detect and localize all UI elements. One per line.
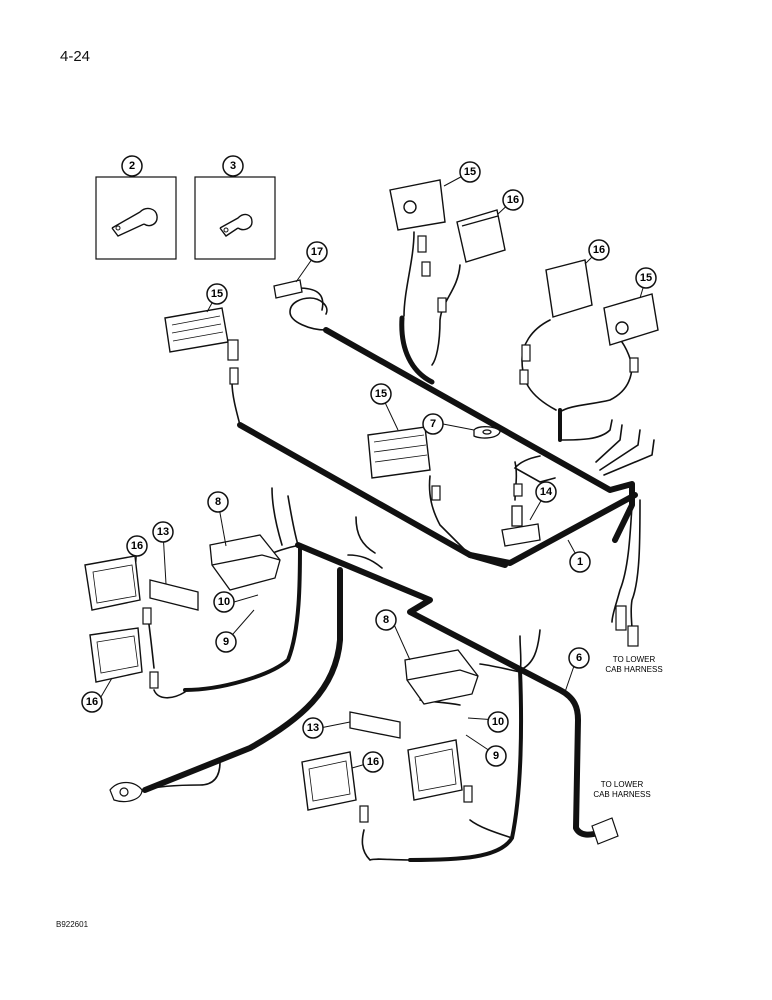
callout-17: 17 <box>306 241 328 263</box>
callout-16-top: 16 <box>502 189 524 211</box>
callout-13-upper: 13 <box>152 521 174 543</box>
bracket-8-upper <box>209 534 281 591</box>
callout-16-left-lower: 16 <box>81 691 103 713</box>
main-harness <box>142 315 638 862</box>
svg-text:16: 16 <box>131 540 143 552</box>
callout-16-left-upper: 16 <box>126 535 148 557</box>
svg-text:2: 2 <box>129 160 135 172</box>
grommet-7 <box>473 426 501 439</box>
connector-17 <box>273 279 303 299</box>
svg-text:TO LOWER: TO LOWER <box>601 780 644 789</box>
svg-text:3: 3 <box>230 160 236 172</box>
callout-15-right: 15 <box>635 267 657 289</box>
lamp-16-left-upper <box>84 555 141 611</box>
svg-text:CAB HARNESS: CAB HARNESS <box>605 665 662 674</box>
lamp-16-bottom-right <box>407 739 463 801</box>
page-number: 4-24 <box>60 48 91 65</box>
callout-15-top: 15 <box>459 161 481 183</box>
lamp-15-center <box>367 426 431 479</box>
svg-text:17: 17 <box>311 246 323 258</box>
lamp-15-left <box>164 307 229 353</box>
lamp-16-right <box>545 259 593 318</box>
callout-16-right: 16 <box>588 239 610 261</box>
callout-2: 2 <box>121 155 143 177</box>
callout-15-left: 15 <box>206 283 228 305</box>
callout-8-lower: 8 <box>375 609 397 631</box>
callout-7: 7 <box>422 413 444 435</box>
svg-text:9: 9 <box>223 636 229 648</box>
svg-text:9: 9 <box>493 750 499 762</box>
plug-connectors <box>109 235 639 845</box>
svg-text:10: 10 <box>492 716 504 728</box>
callout-1: 1 <box>569 551 591 573</box>
callout-10-lower: 10 <box>487 711 509 733</box>
branch-wires <box>143 231 655 861</box>
svg-text:8: 8 <box>215 496 221 508</box>
note-to-lower-cab-harness-1: TO LOWER CAB HARNESS <box>605 655 662 674</box>
svg-text:16: 16 <box>86 696 98 708</box>
callout-16-bottom: 16 <box>362 751 384 773</box>
svg-text:15: 15 <box>640 272 652 284</box>
lamp-15-top <box>389 179 446 231</box>
lamp-16-bottom-left <box>301 751 357 811</box>
lamp-15-right <box>603 293 659 346</box>
svg-text:15: 15 <box>211 288 223 300</box>
svg-text:15: 15 <box>375 388 387 400</box>
callout-9-lower: 9 <box>485 745 507 767</box>
note-to-lower-cab-harness-2: TO LOWER CAB HARNESS <box>593 780 650 799</box>
callout-6: 6 <box>568 647 590 669</box>
svg-text:7: 7 <box>430 418 436 430</box>
callouts: 2 3 15 16 16 15 17 15 15 7 14 1 8 13 16 … <box>81 155 657 773</box>
callout-3: 3 <box>222 155 244 177</box>
callout-15-center: 15 <box>370 383 392 405</box>
svg-text:16: 16 <box>593 244 605 256</box>
svg-text:13: 13 <box>157 526 169 538</box>
callout-9-upper: 9 <box>215 631 237 653</box>
plate-13-upper <box>149 579 199 611</box>
switch-14 <box>501 505 541 547</box>
svg-text:8: 8 <box>383 614 389 626</box>
callout-13-lower: 13 <box>302 717 324 739</box>
svg-text:16: 16 <box>507 194 519 206</box>
svg-text:15: 15 <box>464 166 476 178</box>
figure-code: B922601 <box>56 920 89 929</box>
detail-box-clamp-2 <box>95 168 177 260</box>
svg-text:CAB HARNESS: CAB HARNESS <box>593 790 650 799</box>
lamp-16-top <box>456 209 506 263</box>
callout-14: 14 <box>535 481 557 503</box>
svg-text:TO LOWER: TO LOWER <box>613 655 656 664</box>
lamp-16-left-lower <box>89 627 143 683</box>
svg-text:6: 6 <box>576 652 582 664</box>
plate-13-lower <box>349 711 401 739</box>
svg-text:10: 10 <box>218 596 230 608</box>
svg-text:16: 16 <box>367 756 379 768</box>
svg-text:14: 14 <box>540 486 553 498</box>
bracket-8-lower <box>404 649 479 705</box>
detail-box-clamp-3 <box>194 168 276 260</box>
svg-text:1: 1 <box>577 556 583 568</box>
callout-8-upper: 8 <box>207 491 229 513</box>
callout-10-upper: 10 <box>213 591 235 613</box>
svg-text:13: 13 <box>307 722 319 734</box>
